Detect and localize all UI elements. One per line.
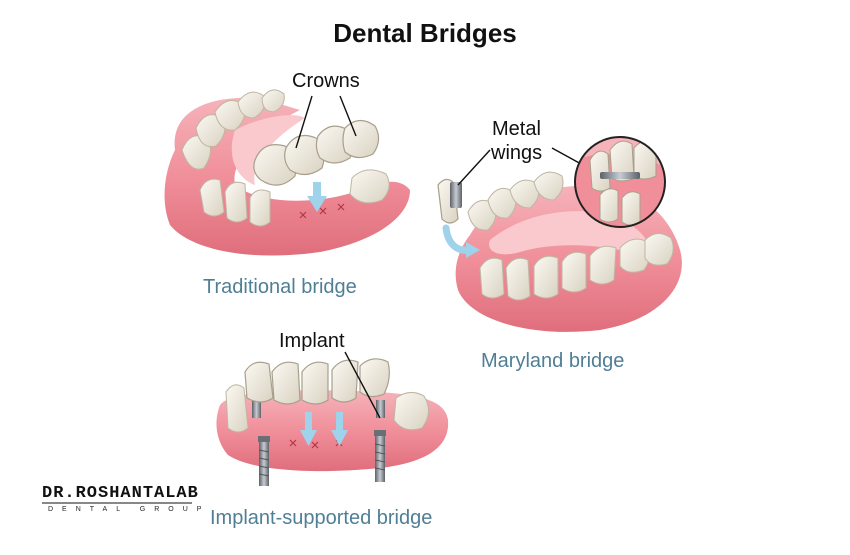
implant-abutment-right	[376, 400, 385, 418]
implant-leader	[344, 351, 381, 419]
traditional-gap-marks	[299, 203, 345, 219]
metal-wings-magnifier	[574, 136, 666, 228]
implant-crown-bridge	[244, 358, 390, 405]
implant-bridge-illustration	[216, 351, 449, 486]
implant-screw-right	[374, 430, 386, 482]
maryland-teeth	[467, 171, 674, 301]
crowns-leader-right	[339, 95, 357, 137]
traditional-teeth	[181, 89, 390, 227]
implant-down-arrow-right	[331, 412, 348, 446]
implant-supported-bridge-caption: Implant-supported bridge	[210, 507, 433, 529]
maryland-arrow-head	[466, 242, 480, 258]
implant-label: Implant	[279, 330, 345, 352]
traditional-gum-inner	[231, 115, 305, 185]
brand-logo-name: DR.ROSHANTALAB	[42, 484, 199, 503]
maryland-bridge-illustration	[437, 136, 682, 332]
implant-abutment-left	[252, 400, 261, 418]
metal-wings-leader-left	[457, 149, 491, 186]
traditional-bridge-caption: Traditional bridge	[203, 276, 357, 298]
crowns-label: Crowns	[292, 70, 360, 92]
page-title: Dental Bridges	[333, 18, 517, 48]
metal-wings-label-line2: wings	[491, 142, 543, 164]
implant-screw-left	[258, 436, 270, 486]
implant-down-arrow-left	[300, 412, 317, 446]
traditional-gum-arch	[164, 97, 410, 256]
implant-teeth	[225, 384, 429, 433]
crowns-leader-left	[295, 95, 313, 149]
traditional-bridge-illustration	[164, 89, 410, 256]
traditional-down-arrow	[307, 182, 327, 212]
traditional-crown-bridge	[253, 119, 380, 186]
metal-wings-label-line1: Metal	[492, 118, 541, 140]
maryland-bridge-caption: Maryland bridge	[481, 350, 625, 372]
maryland-pontic-tooth	[437, 178, 462, 224]
brand-logo-tagline: DENTAL GROUP	[48, 506, 211, 513]
